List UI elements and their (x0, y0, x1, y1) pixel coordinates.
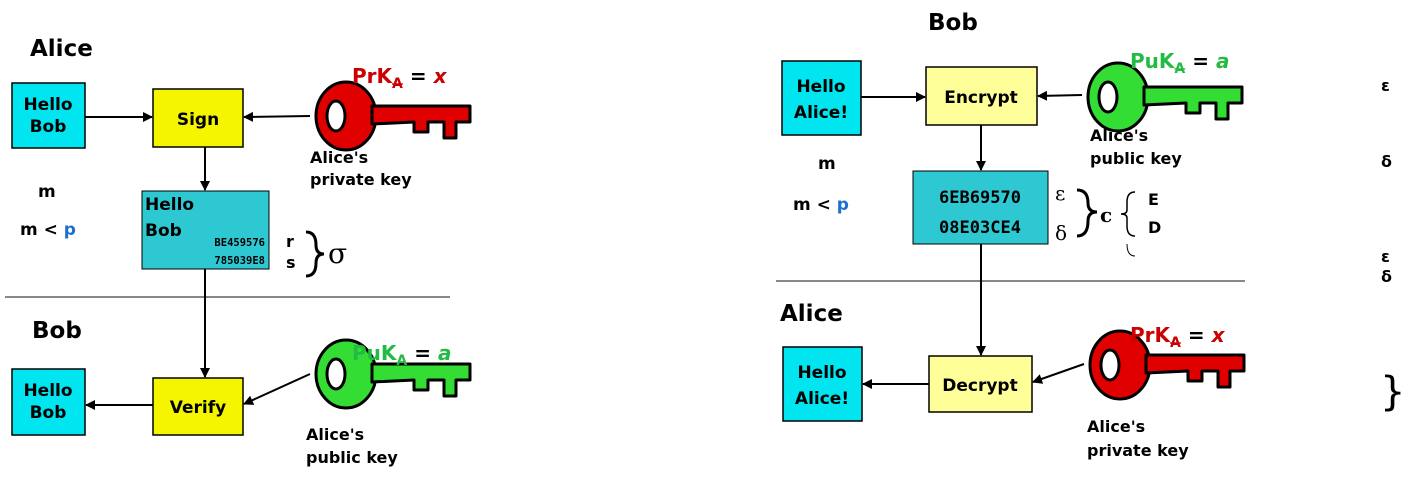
bob-title-encrypt: Bob (928, 10, 978, 36)
signed-message-box: Hello Bob BE459576 785039E8 (141, 190, 270, 270)
ciphertext-line1: 6EB69570 (939, 188, 1021, 208)
encrypt-public-key-caption-line2: public key (1090, 149, 1182, 168)
ciphertext-brace (1076, 188, 1098, 238)
signature-r: BE459576 (214, 237, 265, 249)
delta-label: δ (1055, 221, 1067, 245)
private-key-caption-line1: Alice's (310, 148, 368, 167)
decrypt-label: Decrypt (942, 376, 1017, 396)
m-lt-p: m < p (20, 220, 76, 240)
encrypt-label: Encrypt (944, 88, 1018, 108)
arrow-key-to-verify (243, 373, 311, 405)
margin-epsilon-2: ε (1381, 247, 1390, 266)
c-label: c (1100, 203, 1112, 227)
private-key-caption-line2: private key (310, 170, 412, 189)
margin-symbols: ε δ ε δ } (1380, 76, 1405, 415)
decrypt-private-key-caption-line2: private key (1087, 441, 1189, 460)
verify-box: Verify (152, 377, 244, 436)
plaintext-line2: Alice! (794, 103, 848, 123)
public-key-caption-line1: Alice's (306, 425, 364, 444)
alice-title-decrypt: Alice (780, 301, 843, 327)
decrypt-private-key-caption-line1: Alice's (1087, 417, 1145, 436)
arrow-key-to-sign (243, 111, 311, 122)
m-label: m (38, 182, 56, 202)
signed-line1: Hello (145, 195, 194, 215)
signature-s: 785039E8 (214, 255, 265, 267)
margin-epsilon-1: ε (1381, 76, 1390, 95)
encrypt-box: Encrypt (925, 66, 1038, 126)
margin-brace: } (1380, 369, 1405, 415)
message-box-top: Hello Bob (11, 82, 86, 149)
verify-label: Verify (170, 398, 226, 418)
signed-line2: Bob (145, 221, 182, 241)
encrypt-m-lt-p: m < p (793, 195, 849, 215)
plaintext-box-bottom: Hello Alice! (782, 346, 863, 422)
decrypt-box: Decrypt (928, 355, 1033, 413)
arrow-key-to-decrypt (1032, 363, 1085, 384)
ed-tail (1126, 243, 1136, 257)
r-label: r (286, 232, 294, 251)
plaintext-bottom-line2: Alice! (795, 389, 849, 409)
sigma-label: σ (328, 237, 347, 270)
ciphertext-line2: 08E03CE4 (939, 218, 1021, 238)
public-key-caption-line2: public key (306, 448, 398, 467)
encrypt-public-key-formula: PuKA = a (1130, 49, 1229, 77)
ed-brace (1120, 191, 1136, 237)
decrypt-private-key-formula: PrKA = x (1130, 323, 1226, 351)
ciphertext-box: 6EB69570 08E03CE4 (912, 170, 1049, 245)
rs-brace (305, 230, 325, 278)
message-bottom-line2: Bob (30, 403, 67, 423)
private-key-formula: PrKA = x (352, 64, 448, 92)
bob-title: Bob (32, 318, 82, 344)
sign-panel: Alice Hello Bob Sign PrKA = x Alice's pr… (5, 36, 472, 467)
plaintext-box-top: Hello Alice! (781, 60, 862, 136)
encrypt-panel: Bob Hello Alice! Encrypt PuKA = a Alice'… (776, 10, 1246, 460)
encrypt-public-key-caption-line1: Alice's (1090, 126, 1148, 145)
message-bottom-line1: Hello (23, 381, 72, 401)
epsilon-label: ε (1055, 181, 1065, 205)
margin-delta-1: δ (1381, 152, 1392, 171)
sign-label: Sign (177, 110, 219, 130)
E-label: E (1148, 190, 1159, 209)
plaintext-bottom-line1: Hello (797, 363, 846, 383)
plaintext-line1: Hello (796, 77, 845, 97)
public-key-formula: PuKA = a (352, 341, 451, 369)
margin-delta-2: δ (1381, 267, 1392, 286)
D-label: D (1148, 218, 1161, 237)
message-line2: Bob (30, 117, 67, 137)
message-line1: Hello (23, 95, 72, 115)
encrypt-m-label: m (818, 154, 836, 174)
private-key-icon (314, 80, 472, 152)
arrow-key-to-encrypt (1037, 90, 1083, 101)
message-box-bottom: Hello Bob (11, 368, 86, 436)
s-label: s (286, 253, 296, 272)
encrypt-public-key-icon (1086, 61, 1244, 133)
sign-box: Sign (152, 88, 244, 148)
alice-title: Alice (30, 36, 93, 62)
